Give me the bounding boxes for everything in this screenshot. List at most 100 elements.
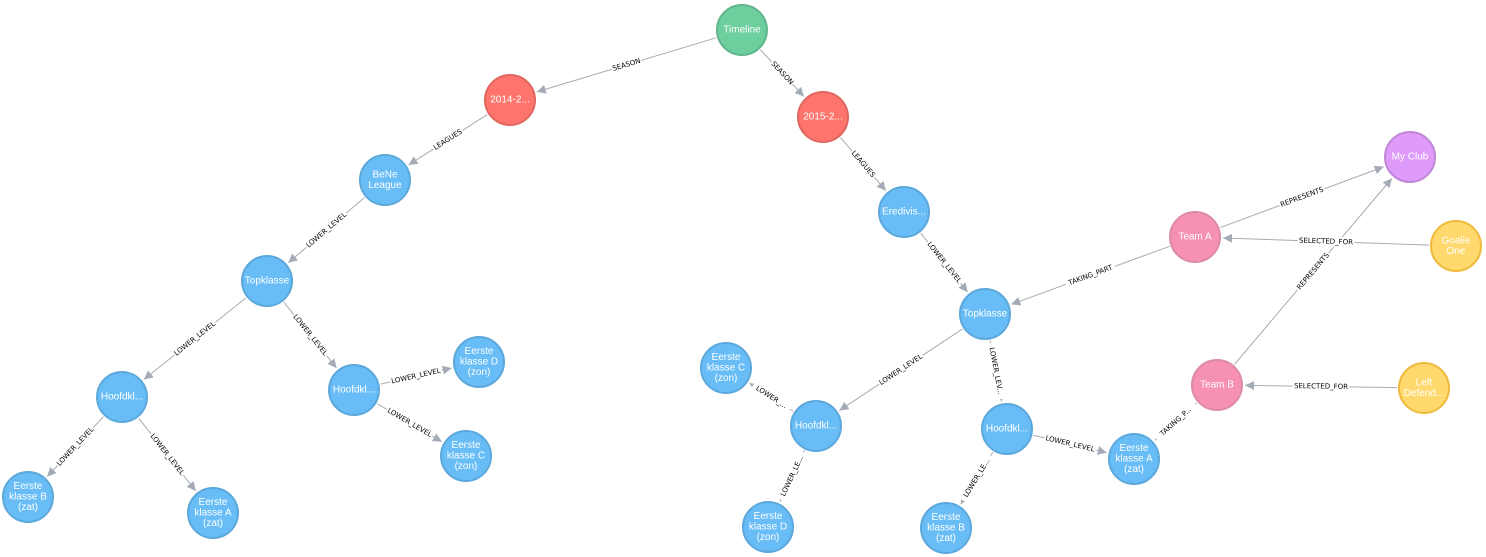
node-hoofd2[interactable]: Hoofdkl... xyxy=(328,364,380,416)
relationship-hoofd2-ekD_zon1[interactable]: LOWER_LEVEL xyxy=(380,365,452,387)
relationship-label-group: LOWER_LEV... xyxy=(985,342,1007,400)
node-circle[interactable] xyxy=(453,336,505,388)
relationship-top2-hoofd4[interactable]: LOWER_LEV... xyxy=(985,340,1007,402)
node-s2015[interactable]: 2015-2... xyxy=(797,91,849,143)
node-label: klasse B xyxy=(9,492,47,503)
relationship-label-group: SELECTED_FOR xyxy=(1292,381,1350,392)
node-circle[interactable] xyxy=(1169,211,1221,263)
relationship-label-group: LOWER_LEVEL xyxy=(303,209,350,252)
relationship-label-bg xyxy=(768,58,797,88)
relationship-label: LOWER_LEVEL xyxy=(878,352,924,387)
relationship-bene-top1[interactable]: LOWER_LEVEL xyxy=(287,197,365,264)
relationship-label-bg xyxy=(1152,400,1199,443)
relationship-teamA-myclub[interactable]: REPRESENTS xyxy=(1220,165,1384,229)
node-circle[interactable] xyxy=(959,288,1011,340)
node-label: (zon) xyxy=(455,461,478,472)
relationship-label-group: REPRESENTS xyxy=(1277,184,1327,211)
relationship-label-group: LOWER_LEVEL xyxy=(289,311,331,359)
relationship-hoofd2-ekC_zon1[interactable]: LOWER_LEVEL xyxy=(377,403,443,443)
relationship-timeline-s2015[interactable]: SEASON xyxy=(760,49,805,97)
relationship-s2015-eredivisie[interactable]: LEAGUES xyxy=(840,137,887,192)
relationship-label-group: LOWER_LEVEL xyxy=(384,405,435,441)
node-hoofd3[interactable]: Hoofdkl... xyxy=(790,400,842,452)
node-label: Eerste xyxy=(712,352,741,363)
relationship-label-group: TAKING_P... xyxy=(1152,400,1199,443)
node-label: Hoofdkl... xyxy=(333,385,375,396)
node-circle[interactable] xyxy=(790,400,842,452)
node-circle[interactable] xyxy=(1398,362,1450,414)
node-circle[interactable] xyxy=(716,4,768,56)
relationship-hoofd4-ekA_zat2[interactable]: LOWER_LEVEL xyxy=(1033,432,1107,455)
relationship-eredivisie-top2[interactable]: LOWER_LEVEL xyxy=(920,232,968,293)
node-circle[interactable] xyxy=(878,186,930,238)
relationship-goalie-teamA[interactable]: SELECTED_FOR xyxy=(1222,233,1430,248)
node-circle[interactable] xyxy=(920,502,972,554)
relationship-hoofd1-ekB_zat1[interactable]: LOWER_LEVEL xyxy=(46,416,104,477)
node-circle[interactable] xyxy=(241,255,293,307)
node-label: (zat) xyxy=(203,518,223,529)
node-timeline[interactable]: Timeline xyxy=(716,4,768,56)
node-label: League xyxy=(368,180,402,191)
relationship-hoofd4-ekB_zat2[interactable]: LOWER_LE... xyxy=(958,451,995,505)
node-circle[interactable] xyxy=(359,154,411,206)
node-leftdef[interactable]: LeftDefend... xyxy=(1398,362,1450,414)
relationship-label-group: LOWER_LEVEL xyxy=(1043,432,1097,455)
relationship-label-bg xyxy=(147,430,188,479)
node-teamA[interactable]: Team A xyxy=(1169,211,1221,263)
relationship-timeline-s2014[interactable]: SEASON xyxy=(536,37,717,94)
node-label: klasse D xyxy=(749,522,787,533)
relationship-leftdef-teamB[interactable]: SELECTED_FOR xyxy=(1244,381,1398,392)
node-teamB[interactable]: Team B xyxy=(1191,359,1243,411)
node-top2[interactable]: Topklasse xyxy=(959,288,1011,340)
relationship-label-bg xyxy=(750,381,793,414)
node-circle[interactable] xyxy=(1108,433,1160,485)
relationship-top1-hoofd2[interactable]: LOWER_LEVEL xyxy=(283,301,337,369)
node-label: (zat) xyxy=(1124,464,1144,475)
relationship-teamB-myclub[interactable]: REPRESENTS xyxy=(1234,178,1393,365)
node-label: Topklasse xyxy=(245,276,290,287)
node-circle[interactable] xyxy=(742,501,794,553)
node-eredivisie[interactable]: Eredivis... xyxy=(878,186,930,238)
relationship-teamB-ekA_zat2[interactable]: TAKING_P... xyxy=(1152,400,1199,443)
node-label: Topklasse xyxy=(963,309,1008,320)
node-circle[interactable] xyxy=(981,403,1033,455)
node-circle[interactable] xyxy=(1430,220,1482,272)
node-circle[interactable] xyxy=(440,430,492,482)
node-myclub[interactable]: My Club xyxy=(1384,131,1436,183)
node-circle[interactable] xyxy=(700,342,752,394)
relationship-top2-hoofd3[interactable]: LOWER_LEVEL xyxy=(839,328,963,411)
node-circle[interactable] xyxy=(484,74,536,126)
node-circle[interactable] xyxy=(1384,131,1436,183)
node-label: Hoofdkl... xyxy=(986,424,1028,435)
relationship-top1-hoofd1[interactable]: LOWER_LEVEL xyxy=(143,297,247,380)
node-s2014[interactable]: 2014-2... xyxy=(484,74,536,126)
relationship-label: SEASON xyxy=(769,60,795,87)
relationship-hoofd3-ekD_zon2[interactable]: LOWER_LE... xyxy=(776,450,808,502)
relationship-teamA-top2[interactable]: TAKING_PART xyxy=(1011,245,1170,306)
relationship-hoofd1-ekA_zat1[interactable]: LOWER_LEVEL xyxy=(138,417,197,492)
relationship-label-group: LOWER_LEVEL xyxy=(147,430,188,479)
node-circle[interactable] xyxy=(187,487,239,539)
node-top1[interactable]: Topklasse xyxy=(241,255,293,307)
node-circle[interactable] xyxy=(328,364,380,416)
node-circle[interactable] xyxy=(1191,359,1243,411)
node-circle[interactable] xyxy=(96,371,148,423)
relationship-hoofd3-ekC_zon2[interactable]: LOWER_... xyxy=(749,381,794,414)
relationship-label: LOWER_LEVEL xyxy=(55,426,95,468)
node-hoofd1[interactable]: Hoofdkl... xyxy=(96,371,148,423)
node-circle[interactable] xyxy=(797,91,849,143)
node-circle[interactable] xyxy=(2,471,54,523)
relationship-s2014-bene[interactable]: LEAGUES xyxy=(408,114,488,166)
node-hoofd4[interactable]: Hoofdkl... xyxy=(981,403,1033,455)
